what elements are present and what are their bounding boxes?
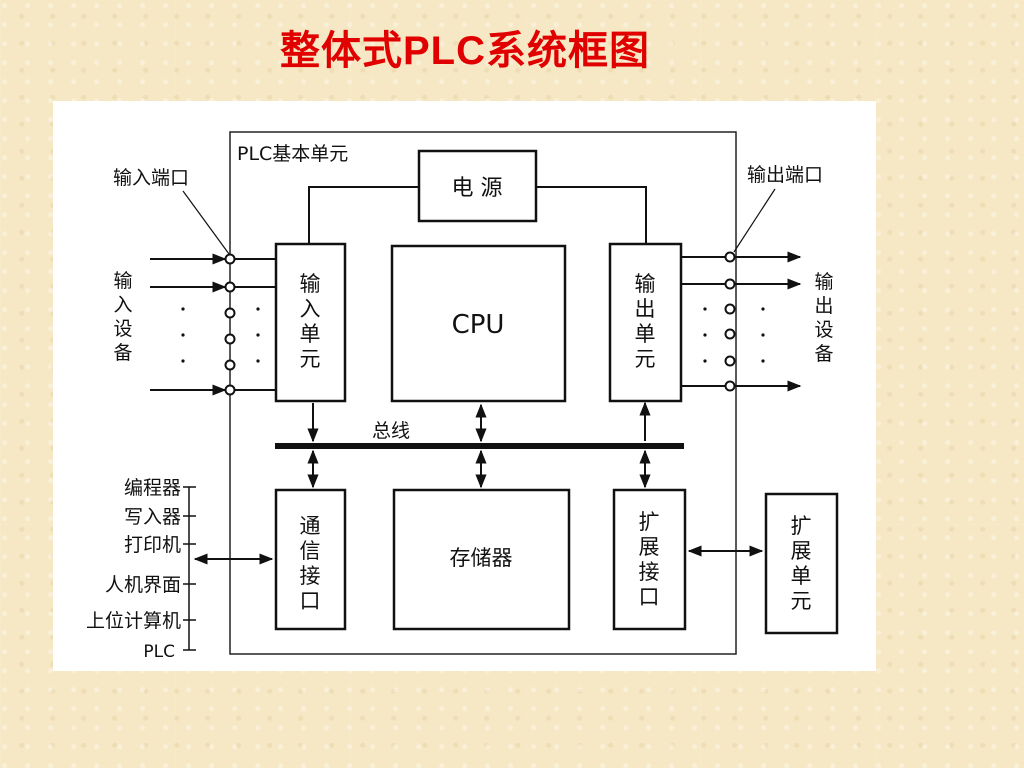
output-device-char-2: 出 — [814, 295, 833, 317]
power-line-left — [308, 186, 419, 244]
expansion-unit-char-4: 元 — [791, 589, 812, 613]
cpu-box — [390, 244, 567, 403]
peripherals-bracket — [183, 486, 196, 651]
memory-box — [392, 488, 571, 631]
input-port-leader — [182, 190, 230, 255]
output-unit-box — [608, 242, 683, 403]
expansion-unit-box — [764, 492, 839, 635]
expansion-interface-char-4: 口 — [639, 585, 660, 609]
output-dots — [703, 307, 765, 363]
input-device-char-2: 入 — [113, 294, 132, 316]
power-supply-label: 电 源 — [452, 176, 503, 201]
input-terminals — [150, 253, 276, 396]
peripheral-printer: 打印机 — [124, 534, 181, 556]
output-port-label: 输出端口 — [747, 164, 823, 186]
input-unit-char-1: 输 — [300, 272, 321, 296]
page-title: 整体式PLC系统框图 — [280, 29, 650, 73]
output-unit-char-3: 单 — [635, 322, 656, 346]
output-unit-char-1: 输 — [635, 272, 656, 296]
peripheral-programmer: 编程器 — [124, 477, 181, 499]
peripheral-writer: 写入器 — [124, 506, 181, 528]
input-device-char-3: 设 — [113, 318, 132, 340]
input-port-label: 输入端口 — [113, 167, 189, 189]
output-terminals — [681, 251, 802, 392]
expansion-interface-box — [612, 488, 687, 631]
peripheral-hmi: 人机界面 — [105, 574, 181, 596]
output-device-char-1: 输 — [814, 271, 833, 293]
input-device-char-1: 输 — [113, 270, 132, 292]
expansion-unit-char-1: 扩 — [791, 514, 812, 538]
plc-basic-unit-label: PLC基本单元 — [237, 143, 348, 165]
output-unit-char-2: 出 — [635, 297, 656, 321]
peripheral-host-computer: 上位计算机 — [86, 610, 181, 632]
input-device-char-4: 备 — [113, 342, 132, 364]
cpu-label: CPU — [452, 310, 505, 340]
expansion-unit-char-2: 展 — [791, 539, 812, 563]
memory-label: 存储器 — [450, 546, 513, 570]
diagram-panel: PLC基本单元 电 源 CPU 输 入 单 元 输 出 单 元 总线 通 信 接… — [53, 101, 876, 671]
input-unit-char-3: 单 — [300, 322, 321, 346]
output-device-char-4: 备 — [814, 343, 833, 365]
output-device-char-3: 设 — [814, 319, 833, 341]
expansion-interface-char-1: 扩 — [639, 510, 660, 534]
input-unit-char-4: 元 — [300, 347, 321, 371]
comm-interface-box — [274, 488, 347, 631]
output-port-leader — [733, 188, 776, 253]
comm-interface-char-4: 口 — [300, 589, 321, 613]
expansion-interface-char-3: 接 — [639, 560, 660, 584]
output-unit-char-4: 元 — [635, 347, 656, 371]
power-line-right — [536, 186, 647, 244]
peripheral-plc: PLC — [143, 642, 175, 662]
comm-interface-char-2: 信 — [300, 539, 321, 563]
input-unit-box — [274, 242, 347, 403]
comm-interface-char-1: 通 — [300, 514, 321, 538]
input-dots — [181, 307, 260, 363]
comm-interface-char-3: 接 — [300, 564, 321, 588]
expansion-interface-char-2: 展 — [639, 535, 660, 559]
plc-block-diagram: PLC基本单元 电 源 CPU 输 入 单 元 输 出 单 元 总线 通 信 接… — [86, 131, 839, 662]
input-unit-char-2: 入 — [300, 297, 321, 321]
expansion-unit-char-3: 单 — [791, 564, 812, 588]
bus-label: 总线 — [372, 420, 410, 442]
